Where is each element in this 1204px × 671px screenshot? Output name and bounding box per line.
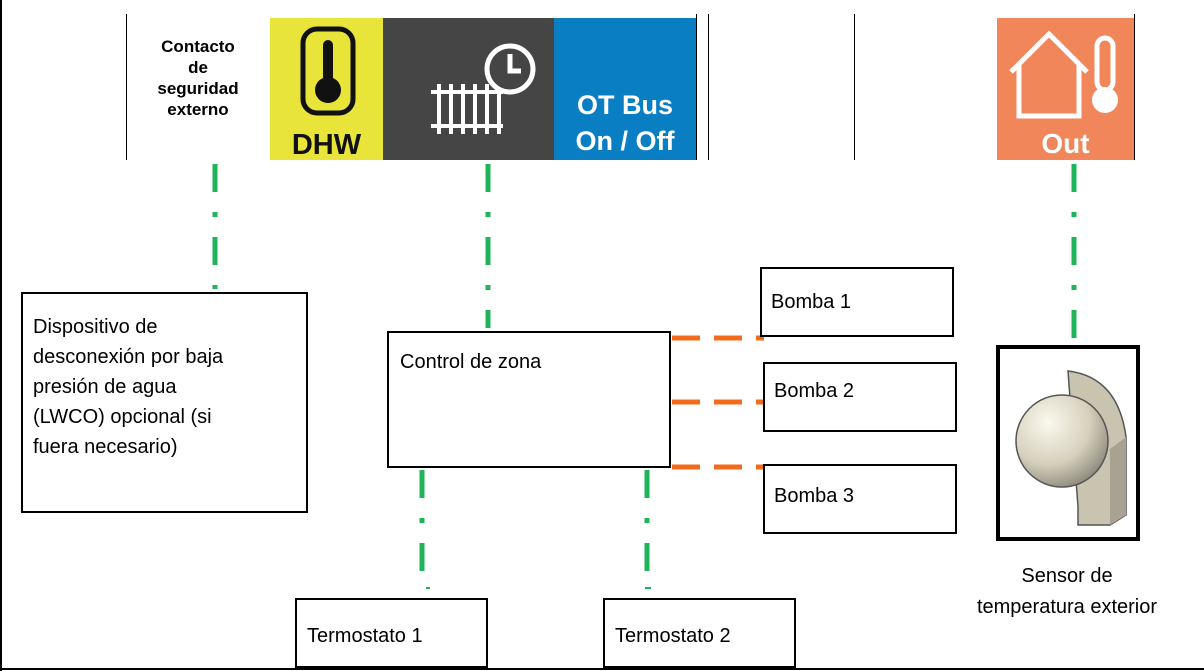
radiator-icon	[431, 84, 503, 134]
out-label: Out	[1041, 128, 1090, 159]
terminal-divider	[1134, 14, 1135, 160]
pump2-box: Bomba 2	[763, 362, 957, 432]
lwco-box: Dispositivo de desconexión por baja pres…	[21, 292, 308, 513]
pump1-box: Bomba 1	[760, 267, 954, 337]
thermometer-icon	[300, 26, 356, 116]
pump3-label: Bomba 3	[774, 485, 855, 507]
diagram-frame-left	[0, 0, 2, 671]
terminal-divider	[708, 14, 709, 160]
dhw-label: DHW	[291, 129, 362, 161]
otbus-label-line2: On / Off	[575, 126, 675, 156]
heating-terminal	[383, 18, 554, 160]
thermostat1-label: Termostato 1	[307, 625, 423, 647]
dhw-terminal: DHW	[270, 18, 383, 161]
outdoor-sensor-box	[996, 345, 1140, 541]
lwco-label: Dispositivo de desconexión por baja pres…	[33, 316, 224, 458]
sensor-caption: Sensor de temperatura exterior	[976, 565, 1158, 618]
otbus-terminal: OT Bus On / Off	[554, 18, 696, 160]
clock-icon	[484, 43, 536, 95]
pump2-label: Bomba 2	[774, 380, 855, 402]
zone-control-box: Control de zona	[387, 331, 671, 468]
thermostat2-box: Termostato 2	[603, 598, 796, 668]
zone-control-label: Control de zona	[400, 351, 542, 373]
outdoor-terminal: Out	[997, 18, 1134, 160]
pump3-box: Bomba 3	[763, 464, 957, 534]
terminal-divider	[854, 14, 855, 160]
terminal-divider	[696, 14, 697, 160]
thermostat2-label: Termostato 2	[615, 625, 731, 647]
outdoor-sensor-icon	[1015, 370, 1127, 526]
house-thermometer-icon	[1009, 30, 1118, 119]
otbus-label-line1: OT Bus	[576, 90, 673, 120]
terminal-divider	[126, 14, 127, 160]
pump1-label: Bomba 1	[771, 291, 852, 313]
thermostat1-box: Termostato 1	[295, 598, 488, 668]
contact-terminal-label: Contacto de seguridad externo	[157, 37, 239, 119]
diagram-frame-bottom	[0, 668, 1204, 670]
